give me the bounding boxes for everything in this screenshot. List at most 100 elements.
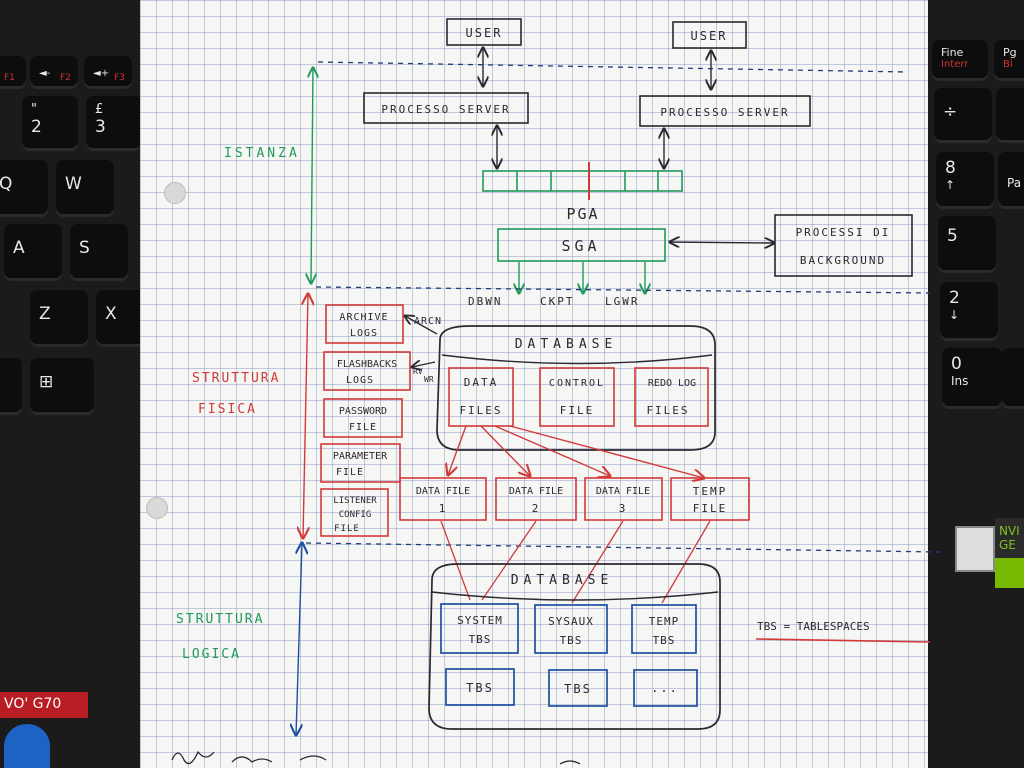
flashback-logs-line-2: LOGS — [346, 375, 374, 386]
tablespaces-legend-text: TBS = TABLESPACES — [757, 620, 870, 633]
sga-box: SGA — [497, 228, 666, 262]
physical-span-arrow — [303, 294, 308, 538]
temp-tbs-line-2: TBS — [653, 634, 676, 647]
data-file-to-tablespace-links — [440, 520, 711, 604]
arrow-sga-background — [670, 242, 774, 243]
data-files-fanout-arrows — [448, 425, 704, 478]
physical-database-cylinder: DATABASE — [436, 325, 716, 451]
bottom-handwriting-scribble — [171, 750, 581, 765]
sticker-intel — [955, 526, 995, 572]
listener-config-line-2: CONFIG — [339, 510, 372, 520]
instance-span-arrow — [311, 68, 313, 283]
key-f3: ◄+F3 — [84, 56, 132, 88]
key-left-edge — [0, 358, 22, 414]
pga-label: PGA — [566, 205, 599, 223]
listener-config-line-1: LISTENER — [333, 496, 377, 506]
brand-badge: VO' G70 — [0, 692, 88, 718]
key-right-edge-1 — [996, 88, 1024, 142]
password-file-line-1: PASSWORD — [339, 406, 387, 417]
instance-top-divider — [317, 61, 909, 73]
sga-writer-arrows — [519, 262, 645, 293]
server-process-right-label: PROCESSO SERVER — [660, 106, 789, 119]
data-file-2-line-2: 2 — [532, 502, 541, 515]
key-windows: ⊞ — [30, 358, 94, 414]
rv-label: RV — [413, 367, 423, 376]
server-process-left-label: PROCESSO SERVER — [381, 103, 510, 116]
archive-logs-line-2: LOGS — [350, 328, 378, 339]
data-files-line-2: FILES — [459, 404, 502, 417]
laptop-keyboard-left: F1 ◄-F2 ◄+F3 "2 £3 Q W A S Z X ⊞ VO' G70 — [0, 0, 154, 768]
tbs-box-2-label: TBS — [564, 682, 592, 696]
flashback-logs-line-1: FLASHBACKS — [337, 359, 397, 370]
key-a: A — [4, 224, 62, 280]
data-file-3-box: DATA FILE 3 — [584, 477, 663, 521]
db-data-files-box: DATA FILES — [448, 367, 514, 427]
tablespace-sysaux-box: SYSAUX TBS — [534, 604, 608, 654]
key-5: 5 — [938, 216, 996, 272]
key-2: "2 — [22, 96, 78, 150]
tablespace-more-box: ... — [633, 669, 698, 707]
key-s: S — [70, 224, 128, 280]
key-8: 8↑ — [936, 152, 994, 208]
redo-log-line-2: FILES — [646, 404, 689, 417]
tablespaces-legend: TBS = TABLESPACES — [755, 620, 931, 643]
side-file-parameter-file: PARAMETER FILE — [320, 443, 401, 483]
user-left-label: USER — [466, 26, 503, 40]
physical-logical-divider — [305, 542, 941, 553]
user-right-label: USER — [691, 29, 728, 43]
sga-label: SGA — [561, 237, 600, 255]
parameter-file-line-2: FILE — [336, 467, 364, 478]
tablespace-temp-box: TEMP TBS — [631, 604, 697, 654]
logical-database-cylinder: DATABASE — [428, 563, 721, 730]
temp-file-line-2: FILE — [693, 502, 728, 515]
key-z: Z — [30, 290, 88, 346]
side-file-archive-logs: ARCHIVE LOGS — [325, 304, 404, 344]
user-left-box: USER — [446, 18, 522, 46]
key-right-edge-2 — [1002, 348, 1024, 408]
background-processes-box: PROCESSI DI BACKGROUND — [774, 214, 913, 277]
data-file-3-line-2: 3 — [619, 502, 628, 515]
pga-memory-bar — [482, 162, 683, 200]
user-right-box: USER — [672, 21, 747, 49]
key-3: £3 — [86, 96, 142, 150]
side-file-listener-config: LISTENER CONFIG FILE — [320, 488, 389, 537]
system-tbs-line-2: TBS — [469, 633, 492, 646]
temp-file-box: TEMP FILE — [670, 477, 750, 521]
logical-section-label-2: LOGICA — [182, 647, 241, 662]
side-file-flashback-logs: FLASHBACKS LOGS — [323, 351, 411, 391]
parameter-file-line-1: PARAMETER — [333, 451, 388, 462]
key-2-numpad: 2↓ — [940, 282, 998, 340]
background-processes-line-2: BACKGROUND — [800, 254, 886, 267]
tablespace-tbs-box-1: TBS — [445, 668, 515, 706]
key-f2: ◄-F2 — [30, 56, 78, 88]
dolby-sticker — [4, 724, 50, 768]
data-file-1-box: DATA FILE 1 — [399, 477, 487, 521]
key-divide: ÷ — [934, 88, 992, 142]
server-process-right-box: PROCESSO SERVER — [639, 95, 811, 127]
data-file-1-line-1: DATA FILE — [416, 486, 470, 497]
control-file-line-2: FILE — [560, 404, 595, 417]
physical-section-label-1: STRUTTURA — [192, 371, 280, 386]
tablespace-tbs-box-2: TBS — [548, 669, 608, 707]
writer-ckpt-label: CKPT — [540, 295, 575, 308]
data-file-2-box: DATA FILE 2 — [495, 477, 577, 521]
db-redo-log-files-box: REDO LOG FILES — [634, 367, 709, 427]
tablespace-system-box: SYSTEM TBS — [440, 603, 519, 654]
system-tbs-line-1: SYSTEM — [457, 614, 503, 627]
instance-physical-divider — [315, 286, 931, 294]
wr-label: WR — [424, 375, 434, 384]
arrow-rvwr — [412, 362, 436, 367]
redo-log-line-1: REDO LOG — [648, 378, 696, 389]
listener-config-line-3: FILE — [334, 524, 360, 534]
physical-database-label: DATABASE — [515, 337, 618, 352]
key-w: W — [56, 160, 114, 216]
server-process-left-box: PROCESSO SERVER — [363, 92, 529, 124]
logical-span-arrow — [296, 543, 302, 735]
background-processes-line-1: PROCESSI DI — [796, 226, 891, 239]
writer-dbwn-label: DBWN — [468, 295, 503, 308]
logical-section-label-1: STRUTTURA — [176, 612, 264, 627]
